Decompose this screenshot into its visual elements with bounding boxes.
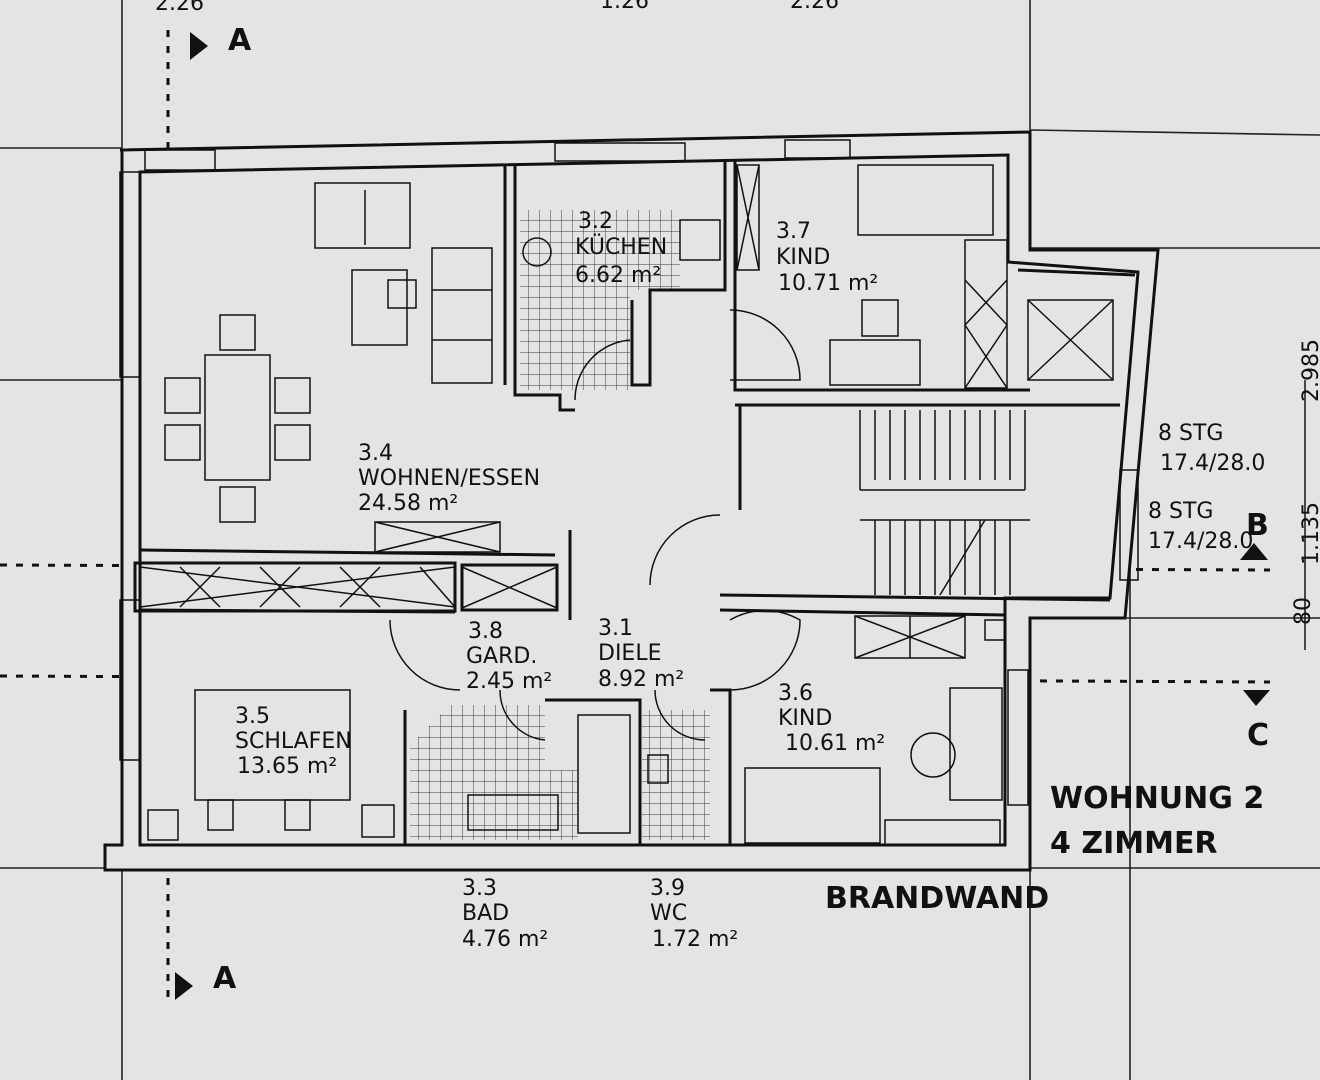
room-number: 3.7 — [776, 219, 811, 244]
dimension-label: 1.26 — [600, 0, 649, 14]
room-number: 3.5 — [235, 704, 270, 729]
room-name: GARD. — [466, 644, 537, 669]
room-area: 10.61 m² — [785, 731, 885, 756]
room-name: WOHNEN/ESSEN — [358, 466, 540, 491]
room-kind-bottom: 3.6 KIND 10.61 m² — [778, 681, 885, 756]
room-area: 6.62 m² — [575, 263, 661, 288]
stair-info: 8 STG 17.4/28.0 8 STG 17.4/28.0 — [1148, 421, 1265, 554]
section-label-a-top: A — [228, 23, 252, 58]
stair-ratio: 17.4/28.0 — [1148, 529, 1253, 554]
room-bath: 3.3 BAD 4.76 m² — [462, 876, 548, 952]
room-name: SCHLAFEN — [235, 729, 352, 754]
walls — [103, 130, 1160, 872]
room-name: WC — [650, 901, 687, 926]
room-number: 3.2 — [578, 209, 613, 234]
room-living: 3.4 WOHNEN/ESSEN 24.58 m² — [358, 441, 540, 516]
room-name: KIND — [778, 706, 832, 731]
room-area: 10.71 m² — [778, 271, 878, 296]
dimension-label: 2.985 — [1299, 339, 1320, 402]
room-number: 3.9 — [650, 876, 685, 901]
section-arrows — [175, 32, 1270, 1000]
unit-rooms: 4 ZIMMER — [1050, 826, 1218, 861]
room-bedroom: 3.5 SCHLAFEN 13.65 m² — [235, 704, 352, 779]
wardrobes — [139, 164, 1114, 659]
room-name: KIND — [776, 245, 830, 270]
room-area: 24.58 m² — [358, 491, 458, 516]
stair-steps: 8 STG — [1148, 499, 1213, 524]
room-name: KÜCHEN — [575, 234, 667, 260]
room-kind-top: 3.7 KIND 10.71 m² — [776, 219, 878, 296]
room-name: DIELE — [598, 641, 662, 666]
dimension-label: 2.26 — [790, 0, 839, 14]
door-swings — [389, 309, 801, 741]
room-number: 3.1 — [598, 616, 633, 641]
room-area: 13.65 m² — [237, 754, 337, 779]
room-number: 3.8 — [468, 619, 503, 644]
dimension-label: 1.135 — [1299, 502, 1320, 565]
room-area: 2.45 m² — [466, 669, 552, 694]
stair-ratio: 17.4/28.0 — [1160, 451, 1265, 476]
room-area: 1.72 m² — [652, 927, 738, 952]
dimension-label: 80 — [1291, 597, 1316, 625]
room-wc: 3.9 WC 1.72 m² — [650, 876, 738, 952]
room-number: 3.3 — [462, 876, 497, 901]
room-number: 3.6 — [778, 681, 813, 706]
section-label-b: B — [1246, 508, 1269, 543]
unit-title: WOHNUNG 2 — [1050, 781, 1264, 816]
room-area: 4.76 m² — [462, 927, 548, 952]
room-kitchen: 3.2 KÜCHEN 6.62 m² — [575, 209, 667, 288]
staircase — [859, 410, 1030, 596]
section-label-a-bottom: A — [213, 961, 237, 996]
room-number: 3.4 — [358, 441, 393, 466]
room-wardrobe: 3.8 GARD. 2.45 m² — [466, 619, 552, 694]
firewall-label: BRANDWAND — [825, 881, 1049, 916]
section-label-c: C — [1247, 718, 1269, 753]
room-hall: 3.1 DIELE 8.92 m² — [598, 616, 684, 692]
room-area: 8.92 m² — [598, 667, 684, 692]
stair-steps: 8 STG — [1158, 421, 1223, 446]
dimension-label: 2.26 — [155, 0, 204, 16]
room-name: BAD — [462, 901, 509, 926]
